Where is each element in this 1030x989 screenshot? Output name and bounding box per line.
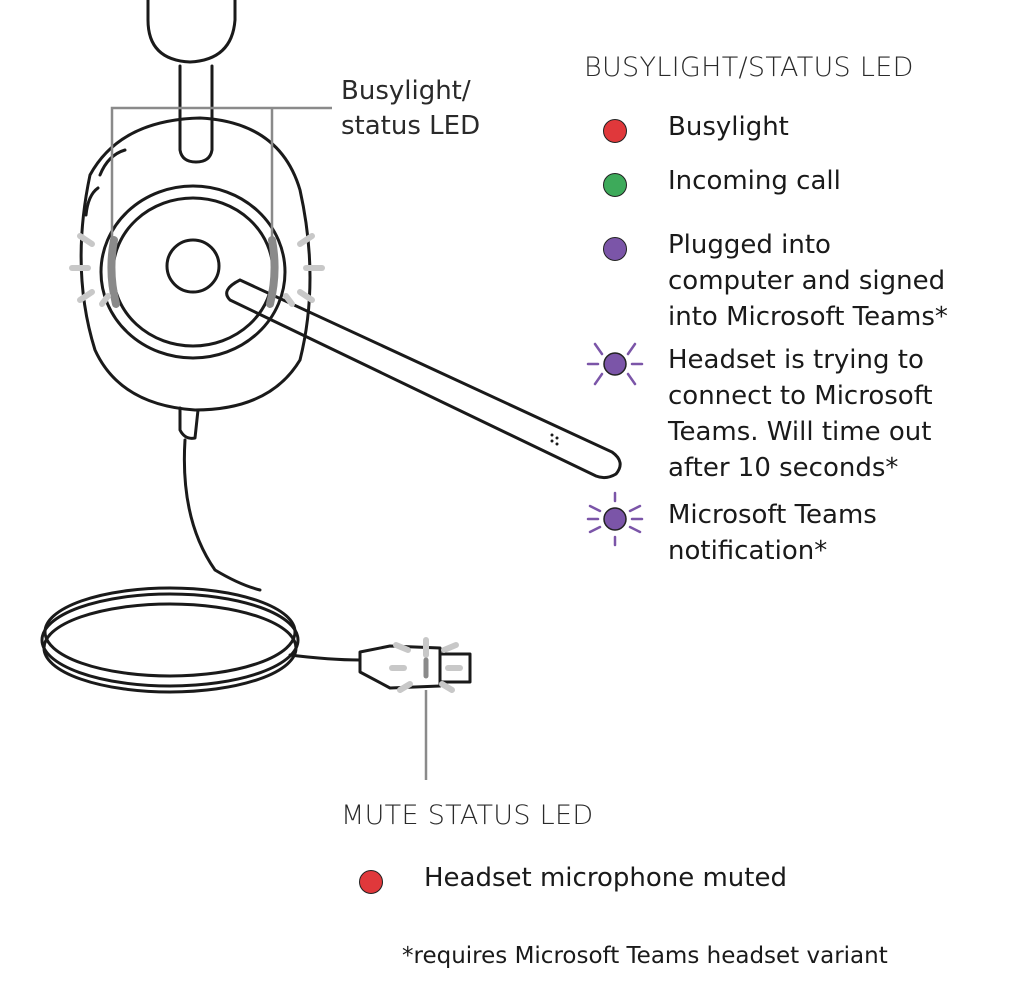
cable-coil-3	[42, 602, 298, 694]
headband	[146, 0, 237, 64]
left-led-arc	[107, 236, 120, 308]
ear-cup-outer	[79, 116, 312, 412]
solid-dot-icon	[603, 237, 627, 261]
side-button-2	[84, 186, 100, 217]
cable-coil-1	[43, 586, 297, 678]
mute-status-heading: MUTE STATUS LED	[341, 800, 594, 831]
headband-slider	[178, 64, 214, 164]
cable	[182, 438, 262, 592]
cable-exit	[178, 406, 200, 440]
right-led-arc	[266, 236, 279, 308]
busylight-item-0-line-0: Busylight	[668, 112, 789, 142]
cable-to-plug	[288, 653, 362, 662]
solid-dot-icon	[359, 870, 383, 894]
busylight-item-3-line-3: after 10 seconds*	[668, 453, 899, 483]
busylight-callout-label-line1: Busylight/	[341, 76, 471, 106]
ear-cushion	[99, 184, 287, 360]
led-glow-rays	[69, 233, 463, 693]
mute-item-0-line-0: Headset microphone muted	[424, 863, 787, 893]
busylight-callout-line	[110, 106, 332, 240]
ear-cup-hub	[165, 238, 221, 294]
busylight-item-1-line-0: Incoming call	[668, 166, 841, 196]
busylight-item-2-line-2: into Microsoft Teams*	[668, 302, 948, 332]
busylight-item-3-line-0: Headset is trying to	[668, 345, 924, 375]
cable-coil-2	[40, 592, 300, 688]
fast-flash-icon	[580, 489, 650, 553]
busylight-item-3-line-2: Teams. Will time out	[668, 417, 932, 447]
usb-plug-tip	[438, 652, 472, 684]
busylight-item-3-line-1: connect to Microsoft	[668, 381, 933, 411]
busylight-item-2-line-1: computer and signed	[668, 266, 946, 296]
boom-mic-dots	[550, 433, 559, 446]
busylight-item-4-line-1: notification*	[668, 536, 828, 566]
busylight-item-4-line-0: Microsoft Teams	[668, 500, 877, 530]
busylight-item-2-line-0: Plugged into	[668, 230, 831, 260]
slow-flash-icon	[580, 334, 650, 398]
ear-cushion-inner	[111, 196, 275, 348]
solid-dot-icon	[603, 119, 627, 143]
side-button-1	[98, 148, 127, 177]
footnote: *requires Microsoft Teams headset varian…	[402, 943, 888, 969]
busylight-callout-label-line2: status LED	[341, 111, 481, 141]
solid-dot-icon	[603, 173, 627, 197]
boom-arm	[225, 278, 622, 480]
busylight-status-heading: BUSYLIGHT/STATUS LED	[584, 52, 914, 83]
